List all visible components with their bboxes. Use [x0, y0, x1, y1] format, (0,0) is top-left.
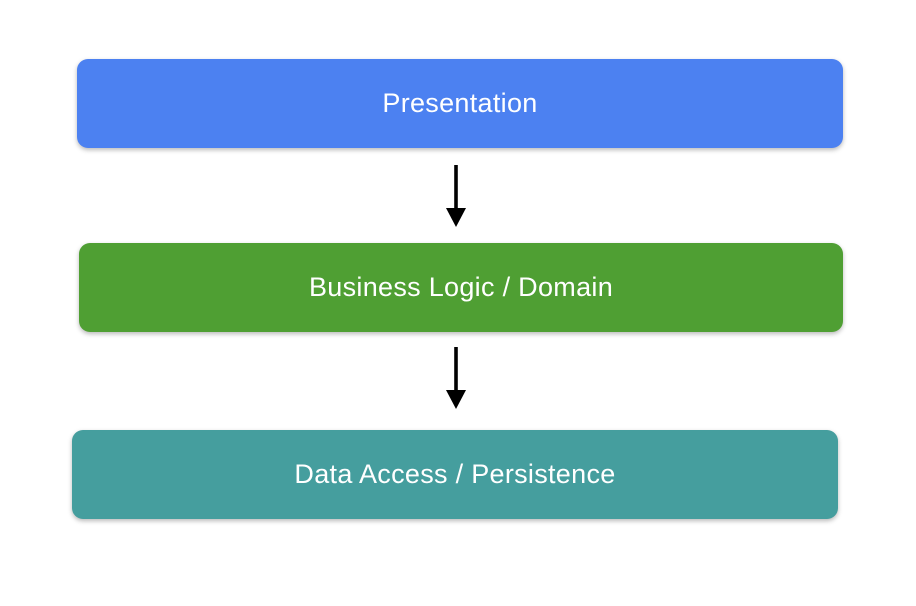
- layer-node-presentation: Presentation: [77, 59, 843, 148]
- layer-label-data-access: Data Access / Persistence: [294, 459, 616, 489]
- layer-label-presentation: Presentation: [382, 88, 538, 118]
- layer-node-business-logic: Business Logic / Domain: [79, 243, 843, 332]
- down-arrow-business-to-data-access: [446, 347, 466, 409]
- layer-label-business-logic: Business Logic / Domain: [308, 272, 614, 302]
- layer-node-data-access: Data Access / Persistence: [72, 430, 838, 519]
- down-arrow-presentation-to-business: [446, 165, 466, 227]
